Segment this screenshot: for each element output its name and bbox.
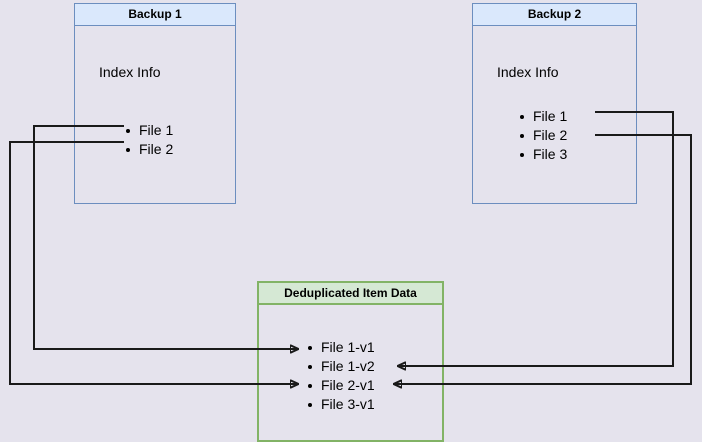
list-item: File 1 (123, 121, 173, 140)
backup-1-title: Backup 1 (75, 4, 235, 26)
backup-2-index-info-label: Index Info (497, 64, 559, 80)
deduplicated-item-data-box: Deduplicated Item Data File 1-v1 File 1-… (257, 281, 444, 442)
list-item: File 2 (517, 126, 567, 145)
dedup-item-list: File 1-v1 File 1-v2 File 2-v1 File 3-v1 (305, 338, 375, 414)
backup-1-box: Backup 1 Index Info File 1 File 2 (74, 3, 236, 204)
list-item: File 1-v1 (305, 338, 375, 357)
list-item: File 1 (517, 107, 567, 126)
list-item: File 2-v1 (305, 376, 375, 395)
backup-1-file-list: File 1 File 2 (123, 121, 173, 159)
backup-2-box: Backup 2 Index Info File 1 File 2 File 3 (472, 3, 637, 204)
list-item: File 1-v2 (305, 357, 375, 376)
backup-1-body: Index Info File 1 File 2 (75, 26, 235, 203)
backup-2-file-list: File 1 File 2 File 3 (517, 107, 567, 164)
dedup-title: Deduplicated Item Data (259, 283, 442, 305)
backup-2-title: Backup 2 (473, 4, 636, 26)
backup-2-body: Index Info File 1 File 2 File 3 (473, 26, 636, 203)
list-item: File 2 (123, 140, 173, 159)
backup-1-index-info-label: Index Info (99, 64, 161, 80)
list-item: File 3-v1 (305, 395, 375, 414)
dedup-body: File 1-v1 File 1-v2 File 2-v1 File 3-v1 (259, 305, 442, 440)
list-item: File 3 (517, 145, 567, 164)
